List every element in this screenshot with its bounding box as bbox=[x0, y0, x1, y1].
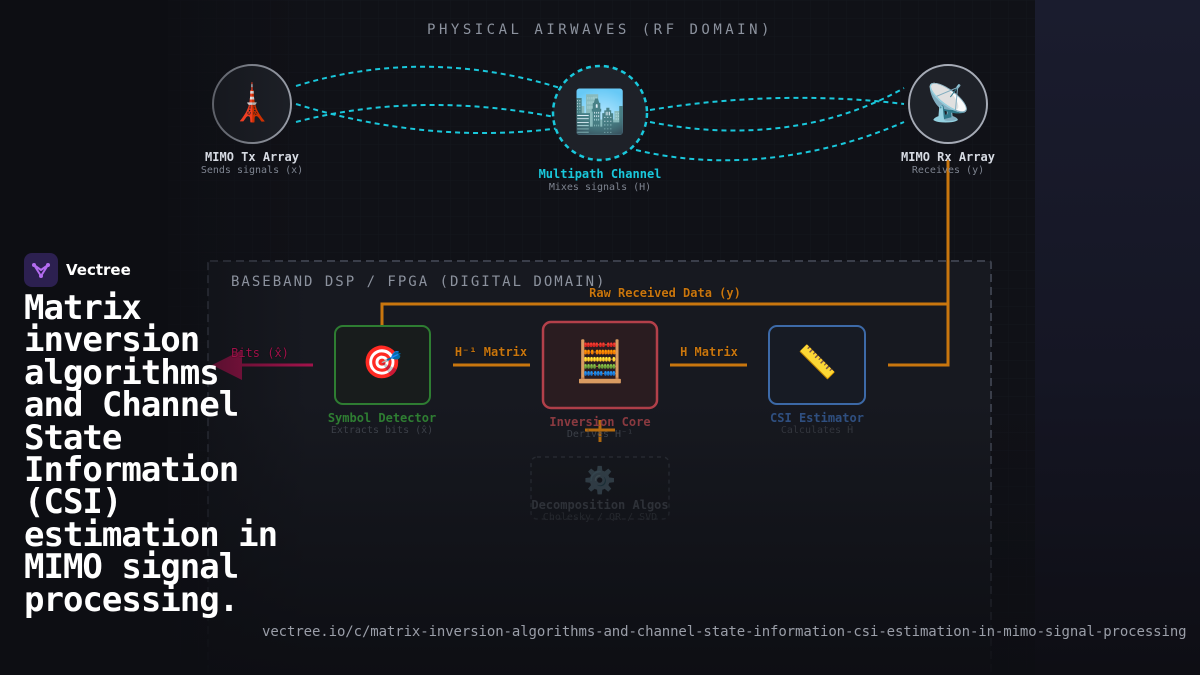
rf-links bbox=[295, 65, 905, 162]
brand[interactable]: Vectree bbox=[24, 253, 131, 287]
tower-icon: 🗼 bbox=[229, 83, 275, 124]
inversion-label: Inversion Core bbox=[549, 415, 651, 429]
h-label: H Matrix bbox=[680, 345, 738, 359]
hinv-label: H⁻¹ Matrix bbox=[454, 345, 528, 359]
tx-label: MIMO Tx Array bbox=[205, 150, 299, 164]
detector-sub: Extracts bits (x̂) bbox=[330, 425, 434, 436]
rf-link-channel-rx-b bbox=[649, 87, 905, 132]
raw-data-label: Raw Received Data (y) bbox=[589, 286, 741, 300]
rf-link-channel-rx-a bbox=[649, 96, 905, 111]
inversion-sub: Derives H⁻¹ bbox=[566, 429, 634, 440]
rf-domain-title: PHYSICAL AIRWAVES (RF DOMAIN) bbox=[427, 22, 773, 38]
headline: Matrix inversion algorithms and Channel … bbox=[24, 288, 278, 620]
rx-sub: Receives (y) bbox=[911, 165, 985, 176]
abacus-icon: 🧮 bbox=[575, 339, 625, 385]
baseband-title: BASEBAND DSP / FPGA (DIGITAL DOMAIN) bbox=[231, 274, 607, 290]
right-panel-glow bbox=[1035, 0, 1200, 675]
rf-link-channel-rx-c bbox=[635, 121, 905, 162]
tx-sub: Sends signals (x) bbox=[200, 165, 304, 176]
raw-data-link bbox=[380, 160, 950, 325]
channel-sub: Mixes signals (H) bbox=[548, 182, 652, 193]
channel-node[interactable] bbox=[551, 64, 649, 162]
target-icon: 🎯 bbox=[362, 343, 402, 381]
decomposition-sub: Cholesky / QR / SVD bbox=[542, 512, 658, 523]
csi-sub: Calculates Ĥ bbox=[780, 425, 854, 436]
gear-icon: ⚙️ bbox=[583, 466, 617, 496]
bottom-fade bbox=[168, 400, 1035, 675]
rx-node[interactable] bbox=[908, 64, 988, 144]
bits-label: Bits (x̂) bbox=[231, 346, 289, 360]
raw-data-to-csi-link bbox=[888, 304, 950, 367]
csi-label: CSI Estimator bbox=[770, 411, 864, 425]
city-icon: 🏙️ bbox=[573, 87, 627, 136]
channel-label: Multipath Channel bbox=[538, 167, 662, 181]
page-url[interactable]: vectree.io/c/matrix-inversion-algorithms… bbox=[262, 624, 1187, 640]
detector-label: Symbol Detector bbox=[327, 411, 437, 425]
satellite-dish-icon: 📡 bbox=[925, 83, 971, 124]
ruler-icon: 📏 bbox=[797, 343, 837, 381]
vectree-logo-icon bbox=[24, 253, 58, 287]
decomposition-label: Decomposition Algos bbox=[531, 498, 669, 512]
rx-label: MIMO Rx Array bbox=[901, 150, 995, 164]
brand-name: Vectree bbox=[66, 261, 131, 279]
